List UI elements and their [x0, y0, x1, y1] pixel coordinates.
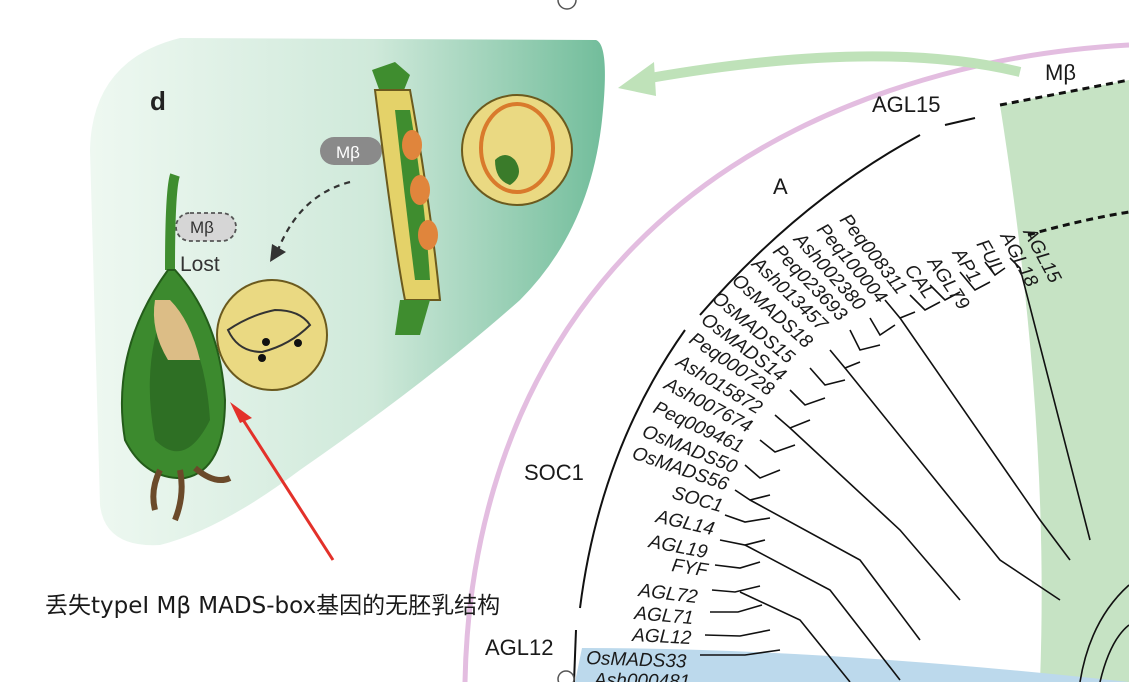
- clade-label-a: A: [773, 174, 788, 199]
- red-pointer-line: [238, 414, 335, 561]
- clade-arc-a: [699, 134, 921, 316]
- leaf-label: Ash000481: [593, 670, 691, 682]
- tree-branches: [700, 257, 1129, 682]
- red-pointer-head: [230, 402, 252, 423]
- leaf-label: AGL12: [631, 625, 693, 649]
- embryo-zoom-circle: [216, 279, 328, 391]
- leaf-label: FYF: [670, 555, 710, 582]
- mbeta-sector-inner-border: [1027, 210, 1129, 237]
- clade-label-agl12: AGL12: [485, 635, 554, 660]
- clade-arc-agl15: [944, 117, 976, 126]
- clade-label-soc1: SOC1: [524, 460, 584, 485]
- seed-zoom-circle: [461, 94, 573, 206]
- clade-arc-agl12: [573, 629, 577, 682]
- pink-arc: [462, 42, 1129, 682]
- clade-arc-soc1: [579, 329, 686, 609]
- mbeta-sector: [1000, 80, 1129, 682]
- marker-circle: [557, 0, 577, 10]
- mbeta-sector-border: [999, 78, 1129, 107]
- leaf-labels: AGL15 AGL18 FUL AP1 AGL79 CAL Peq008311 …: [586, 210, 1065, 682]
- panel-d: d Mβ Mβ Lost: [90, 38, 1022, 561]
- clade-label-mbeta: Mβ: [1045, 60, 1076, 85]
- mbeta-badge: [320, 137, 382, 165]
- phylogeny-panel: AGL15 AGL18 FUL AP1 AGL79 CAL Peq008311 …: [462, 0, 1129, 682]
- seedling-illustration: [120, 173, 232, 522]
- mbeta-badge-label: Mβ: [336, 143, 360, 162]
- panel-letter: d: [150, 86, 166, 116]
- leaf-label: OsMADS33: [586, 648, 687, 673]
- clade-label-agl15: AGL15: [872, 92, 941, 117]
- green-arrow-head: [618, 62, 656, 96]
- dashed-arrow: [276, 180, 351, 251]
- fruit-illustration: [372, 62, 442, 335]
- lost-badge: [175, 212, 237, 242]
- dashed-arrow-head: [270, 244, 286, 262]
- leaf-label: AGL71: [633, 603, 695, 629]
- lost-label: Lost: [180, 253, 220, 276]
- agl12-band: [575, 648, 1129, 682]
- lost-badge-label: Mβ: [190, 218, 214, 237]
- green-arrow-shaft: [649, 51, 1022, 83]
- marker-circle: [557, 670, 575, 682]
- annotation-text: 丢失typeI Mβ MADS-box基因的无胚乳结构: [45, 593, 500, 619]
